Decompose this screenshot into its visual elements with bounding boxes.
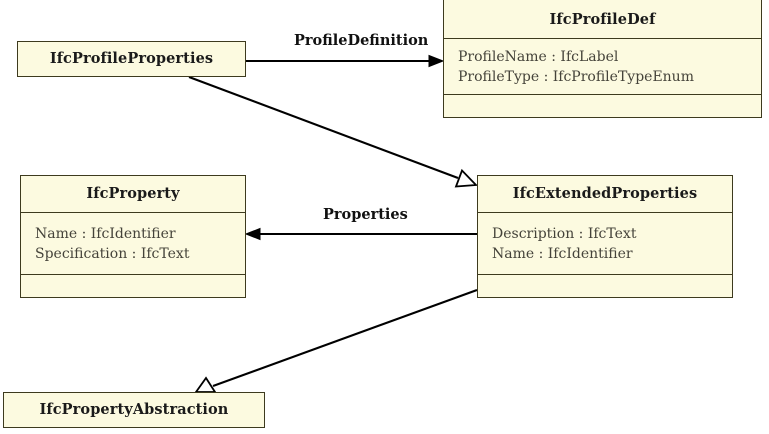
edge-properties	[244, 227, 477, 241]
class-operations-compartment	[478, 274, 732, 297]
class-operations-compartment	[444, 94, 761, 117]
class-name-compartment: IfcProperty	[21, 176, 245, 212]
class-box-ifcpropertyabstraction[interactable]: IfcPropertyAbstraction	[3, 392, 265, 428]
class-attributes-compartment: Description : IfcText Name : IfcIdentifi…	[478, 212, 732, 274]
class-box-ifcextendedproperties[interactable]: IfcExtendedProperties Description : IfcT…	[477, 175, 733, 298]
class-name-compartment: IfcProfileDef	[444, 0, 761, 38]
class-title: IfcProfileDef	[549, 11, 656, 29]
edge-label-properties: Properties	[323, 206, 408, 223]
class-operations-compartment	[21, 274, 245, 297]
class-attributes-compartment: ProfileName : IfcLabel ProfileType : Ifc…	[444, 38, 761, 94]
class-name-compartment: IfcPropertyAbstraction	[4, 393, 264, 427]
class-title: IfcProfileProperties	[49, 50, 214, 68]
attribute-row: ProfileName : IfcLabel	[458, 48, 619, 65]
edge-label-profile-definition: ProfileDefinition	[294, 32, 429, 49]
attribute-row: Description : IfcText	[492, 225, 637, 242]
class-attributes-compartment: Name : IfcIdentifier Specification : Ifc…	[21, 212, 245, 274]
edge-profile-definition	[246, 54, 445, 68]
edge-generalization-extended-properties	[188, 76, 478, 188]
attribute-row: Specification : IfcText	[35, 245, 190, 262]
class-box-ifcprofiledef[interactable]: IfcProfileDef ProfileName : IfcLabel Pro…	[443, 0, 762, 118]
class-name-compartment: IfcExtendedProperties	[478, 176, 732, 212]
class-title: IfcProperty	[86, 185, 180, 203]
attribute-row: Name : IfcIdentifier	[35, 225, 176, 242]
class-name-compartment: IfcProfileProperties	[18, 42, 245, 76]
attribute-row: ProfileType : IfcProfileTypeEnum	[458, 68, 694, 85]
class-box-ifcprofileproperties[interactable]: IfcProfileProperties	[17, 41, 246, 77]
class-box-ifcproperty[interactable]: IfcProperty Name : IfcIdentifier Specifi…	[20, 175, 246, 298]
class-title: IfcPropertyAbstraction	[39, 401, 229, 419]
class-title: IfcExtendedProperties	[512, 185, 698, 203]
edge-generalization-property-abstraction	[194, 289, 478, 393]
attribute-row: Name : IfcIdentifier	[492, 245, 633, 262]
